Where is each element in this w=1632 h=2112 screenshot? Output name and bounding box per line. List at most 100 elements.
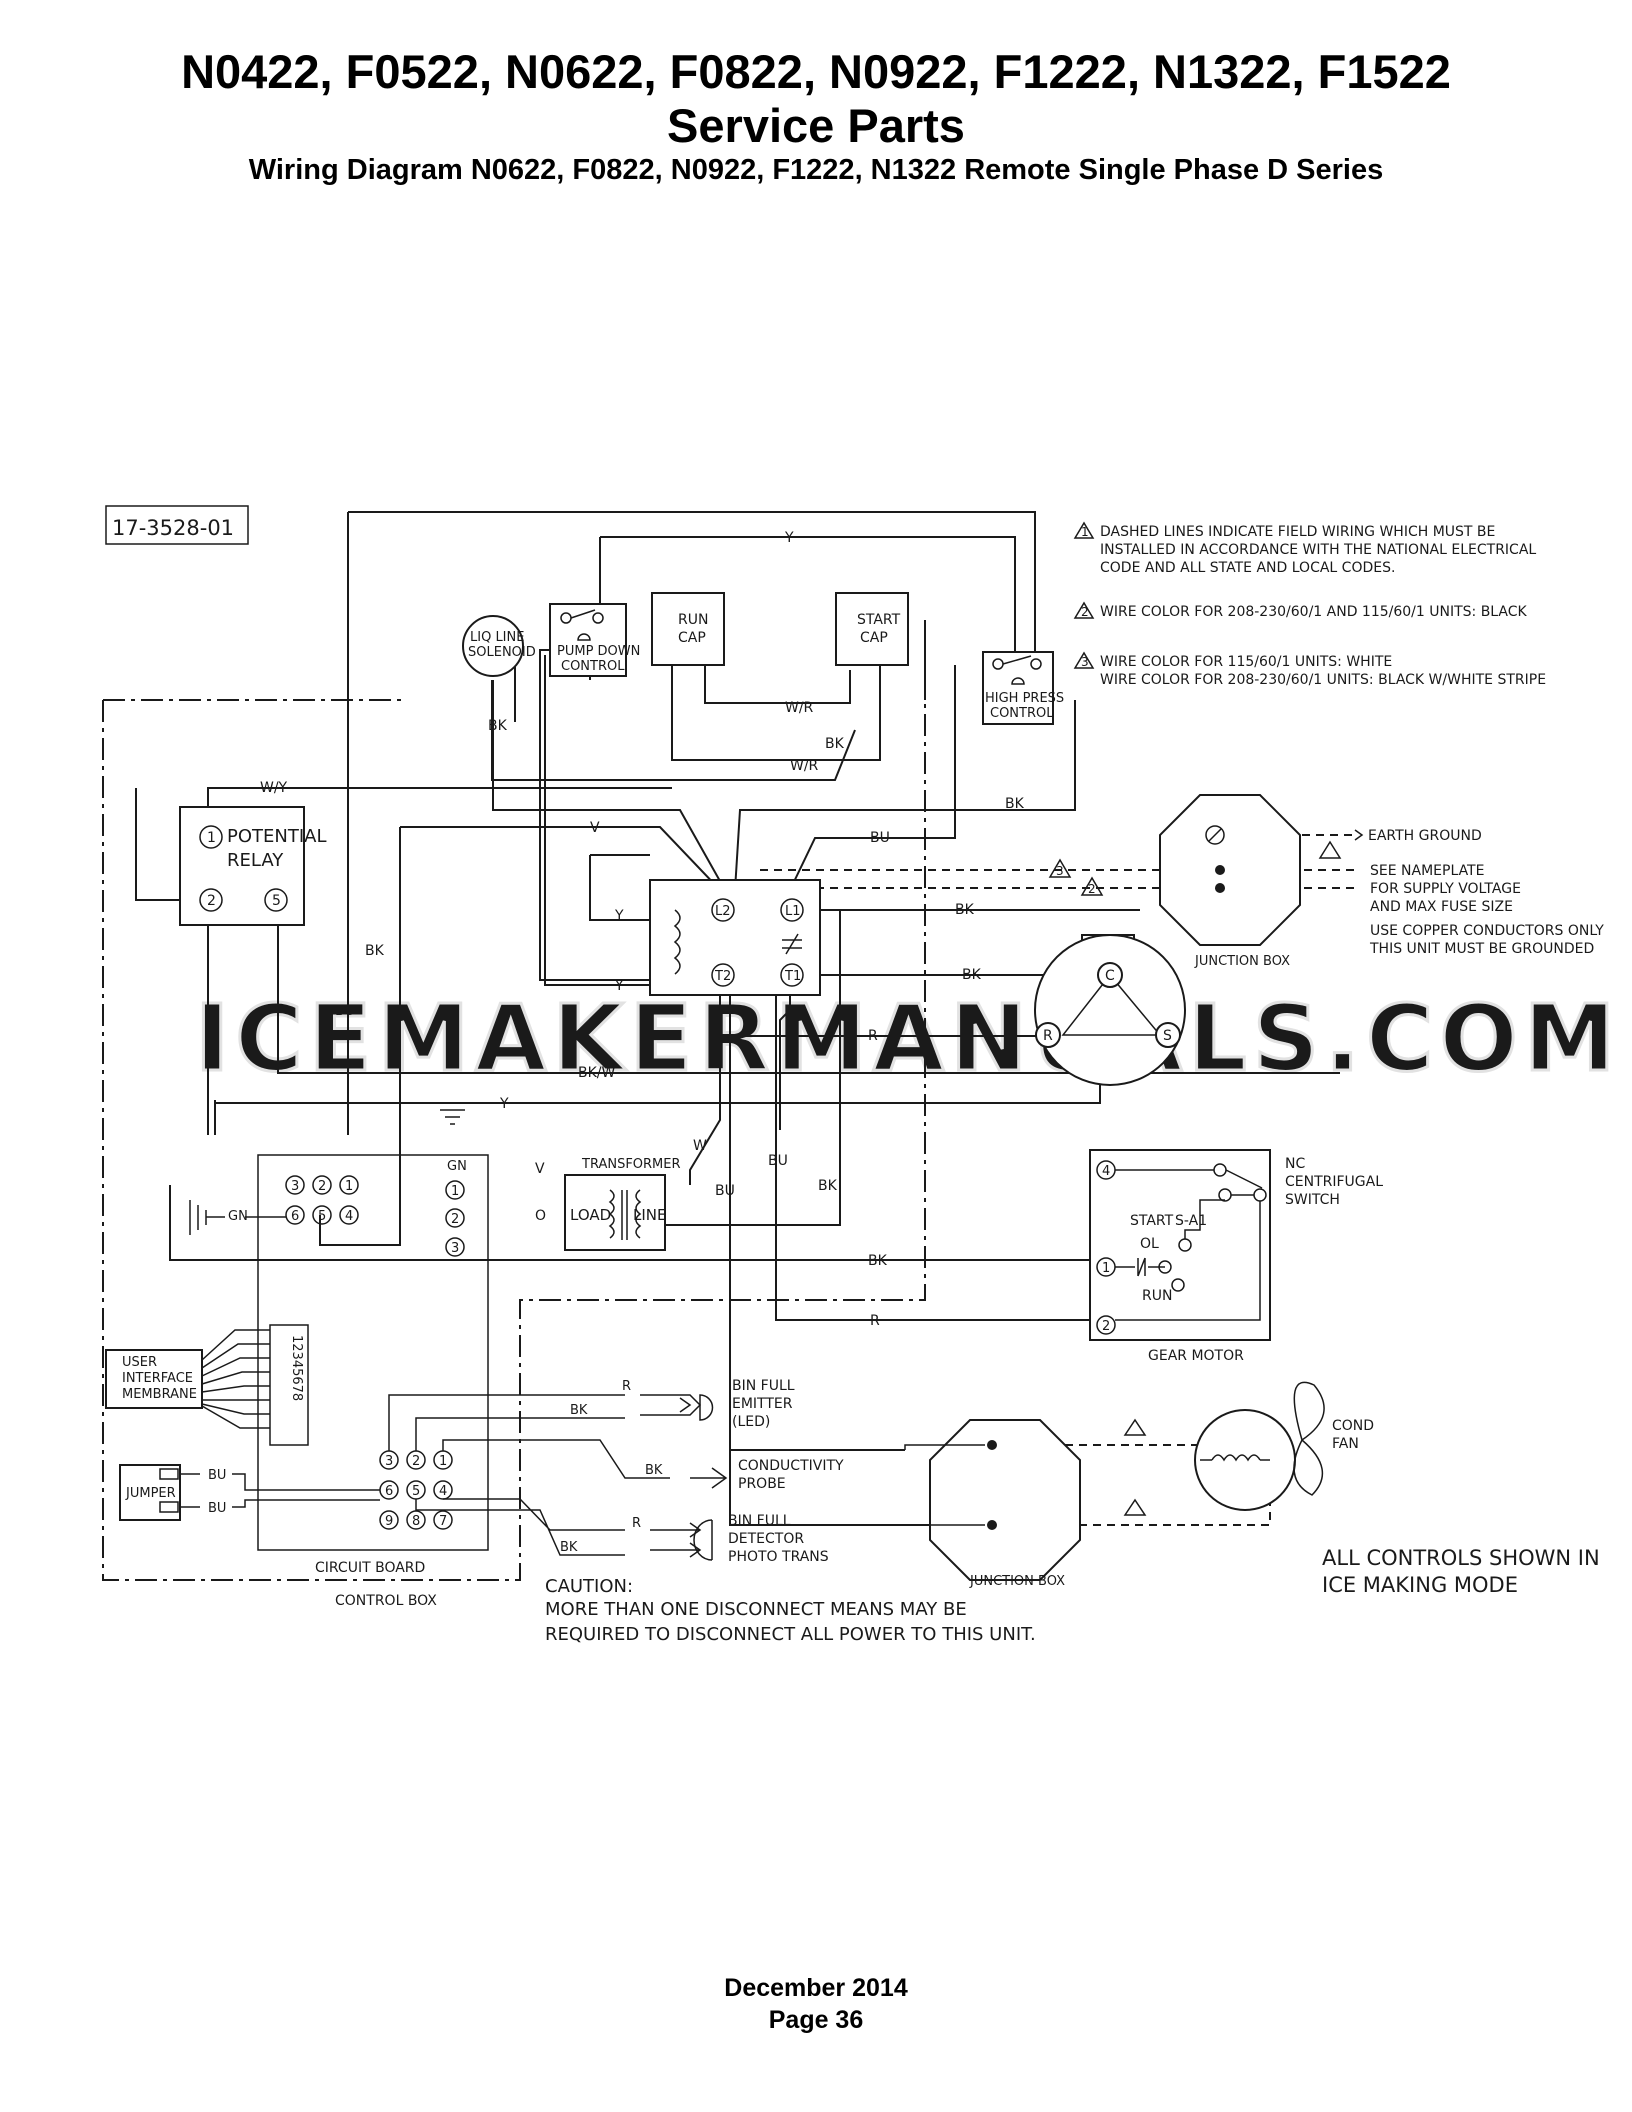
run-capacitor: RUN CAP (651, 592, 725, 666)
svg-text:CODE AND ALL STATE AND LOCAL C: CODE AND ALL STATE AND LOCAL CODES. (1100, 560, 1395, 576)
field-note-markers: 3 2 (1048, 858, 1104, 896)
svg-text:8: 8 (412, 1514, 420, 1529)
svg-text:2: 2 (1081, 605, 1089, 619)
svg-text:12345678: 12345678 (289, 1335, 304, 1401)
supply-notes: EARTH GROUND SEE NAMEPLATE FOR SUPPLY VO… (1318, 828, 1604, 957)
svg-text:3: 3 (291, 1179, 299, 1194)
jumper: JUMPER BU BU (119, 1464, 380, 1521)
svg-text:CONTROL: CONTROL (561, 659, 625, 674)
svg-text:BK: BK (560, 1540, 578, 1555)
svg-text:REQUIRED TO DISCONNECT ALL POW: REQUIRED TO DISCONNECT ALL POWER TO THIS… (545, 1624, 1036, 1645)
svg-text:V: V (535, 1161, 545, 1177)
svg-text:W/Y: W/Y (260, 780, 288, 796)
svg-text:6: 6 (291, 1209, 299, 1224)
svg-text:DASHED LINES INDICATE FIELD WI: DASHED LINES INDICATE FIELD WIRING WHICH… (1100, 524, 1495, 540)
svg-text:HIGH PRESS: HIGH PRESS (985, 691, 1064, 706)
svg-text:CAUTION:: CAUTION: (545, 1576, 633, 1597)
notes: 1 DASHED LINES INDICATE FIELD WIRING WHI… (1073, 521, 1546, 688)
svg-text:1: 1 (439, 1454, 447, 1469)
svg-text:1: 1 (1102, 1261, 1110, 1276)
svg-text:CIRCUIT BOARD: CIRCUIT BOARD (315, 1560, 425, 1576)
svg-text:2: 2 (1088, 882, 1096, 896)
svg-text:T1: T1 (784, 969, 801, 984)
svg-text:BU: BU (870, 830, 890, 846)
svg-text:BK: BK (818, 1178, 838, 1194)
svg-text:GEAR MOTOR: GEAR MOTOR (1148, 1348, 1244, 1364)
wires (135, 511, 1340, 1526)
svg-text:INTERFACE: INTERFACE (122, 1371, 193, 1386)
svg-text:GN: GN (447, 1159, 467, 1174)
svg-text:JUNCTION BOX: JUNCTION BOX (1194, 954, 1290, 969)
drawing-number: 17-3528-01 (112, 516, 234, 540)
svg-text:R: R (632, 1516, 641, 1531)
svg-text:2: 2 (207, 893, 216, 909)
svg-text:FAN: FAN (1332, 1436, 1359, 1452)
svg-text:BIN FULL: BIN FULL (728, 1513, 791, 1529)
svg-text:BK: BK (1005, 796, 1025, 812)
svg-text:START: START (857, 612, 901, 628)
page-header: N0422, F0522, N0622, F0822, N0922, F1222… (0, 44, 1632, 188)
svg-text:BK/W: BK/W (578, 1065, 616, 1081)
svg-text:1: 1 (207, 830, 216, 846)
svg-text:GN: GN (228, 1209, 248, 1224)
gear-motor: 4 1 2 START S-A1 OL RUN GEAR MOTOR NC CE… (1089, 1149, 1383, 1364)
junction-box-lower: JUNCTION BOX (855, 1418, 1147, 1589)
svg-text:BK: BK (868, 1253, 888, 1269)
svg-text:W: W (693, 1138, 707, 1154)
svg-text:5: 5 (318, 1209, 326, 1224)
svg-text:R: R (622, 1379, 631, 1394)
svg-text:1: 1 (451, 1184, 459, 1199)
circuit-board: CIRCUIT BOARD CONTROL BOX 3 2 1 6 5 4 GN… (257, 1154, 489, 1609)
svg-text:(LED): (LED) (732, 1414, 770, 1430)
svg-text:O: O (535, 1208, 546, 1224)
svg-text:BU: BU (335, 1003, 355, 1019)
svg-text:BK: BK (825, 736, 845, 752)
svg-text:SEE NAMEPLATE: SEE NAMEPLATE (1370, 863, 1484, 879)
svg-text:RUN: RUN (1142, 1288, 1172, 1304)
compressor-motor: C R S (1034, 934, 1186, 1086)
svg-text:C: C (1105, 968, 1115, 984)
svg-text:4: 4 (1102, 1164, 1110, 1179)
svg-text:1: 1 (1081, 525, 1089, 539)
svg-text:BU: BU (208, 1501, 226, 1516)
svg-text:SWITCH: SWITCH (1285, 1192, 1340, 1208)
svg-text:Y: Y (614, 908, 624, 924)
svg-text:BK: BK (962, 967, 982, 983)
footer-page-number: Page 36 (768, 2006, 864, 2034)
condenser-fan: COND FAN (1194, 1381, 1374, 1511)
svg-text:RUN: RUN (678, 612, 708, 628)
svg-text:AND MAX FUSE SIZE: AND MAX FUSE SIZE (1370, 899, 1513, 915)
all-controls-note-2: ICE MAKING MODE (1322, 1573, 1518, 1597)
svg-text:START: START (1130, 1213, 1174, 1229)
svg-text:CONDUCTIVITY: CONDUCTIVITY (738, 1458, 844, 1474)
svg-text:2: 2 (451, 1212, 459, 1227)
svg-text:1: 1 (345, 1179, 353, 1194)
bin-full-detector: R BK BIN FULL DETECTOR PHOTO TRANS (415, 1498, 829, 1565)
svg-text:Y: Y (614, 978, 624, 994)
svg-text:CONTROL BOX: CONTROL BOX (335, 1593, 437, 1609)
svg-text:RELAY: RELAY (227, 850, 284, 871)
svg-text:3: 3 (1056, 864, 1064, 878)
start-capacitor: START CAP (835, 592, 909, 666)
svg-text:INSTALLED IN ACCORDANCE WITH T: INSTALLED IN ACCORDANCE WITH THE NATIONA… (1100, 542, 1536, 558)
high-press-control: HIGH PRESS CONTROL (982, 651, 1064, 725)
footer-date: December 2014 (724, 1974, 908, 2002)
svg-text:BK: BK (488, 718, 508, 734)
svg-text:4: 4 (439, 1484, 447, 1499)
svg-text:SOLENOID: SOLENOID (468, 645, 536, 660)
svg-text:MORE THAN ONE DISCONNECT MEANS: MORE THAN ONE DISCONNECT MEANS MAY BE (545, 1599, 967, 1620)
svg-text:CAP: CAP (678, 630, 706, 646)
model-list-title: N0422, F0522, N0622, F0822, N0922, F1222… (181, 45, 1451, 98)
junction-box-upper: JUNCTION BOX (1159, 794, 1301, 969)
svg-text:LIQ LINE: LIQ LINE (470, 630, 524, 645)
svg-text:BU: BU (715, 1183, 735, 1199)
svg-text:3: 3 (451, 1241, 459, 1256)
svg-text:JUMPER: JUMPER (125, 1486, 176, 1501)
ground-symbol-left: GN (189, 1200, 286, 1235)
svg-text:MEMBRANE: MEMBRANE (122, 1387, 197, 1402)
page-footer: December 2014 Page 36 (0, 1972, 1632, 2036)
svg-text:LINE: LINE (633, 1206, 666, 1224)
diagram-subtitle: Wiring Diagram N0622, F0822, N0922, F122… (248, 154, 1384, 186)
svg-text:R: R (870, 1313, 880, 1329)
potential-relay: 1 POTENTIAL RELAY 2 5 (179, 806, 327, 926)
